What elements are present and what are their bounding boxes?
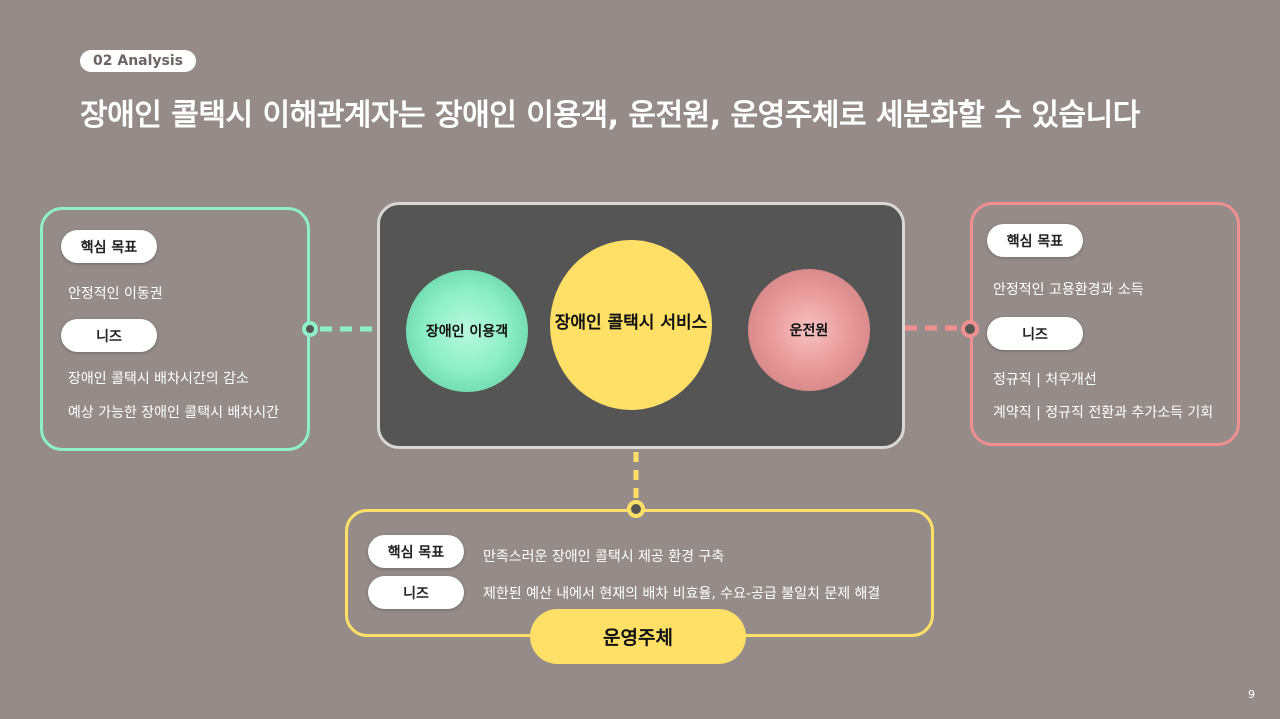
driver-circle: 운전원 [748, 269, 870, 391]
user-connector-node [302, 321, 318, 337]
operator-needs-text: 제한된 예산 내에서 현재의 배차 비효율, 수요-공급 불일치 문제 해결 [483, 586, 881, 602]
section-tag: 02 Analysis [80, 50, 196, 72]
user-needs-item: 예상 가능한 장애인 콜택시 배차시간 [68, 405, 279, 421]
driver-needs-pill: 니즈 [987, 317, 1083, 350]
service-circle: 장애인 콜택시 서비스 [550, 240, 712, 410]
page-number: 9 [1248, 688, 1255, 701]
operator-goal-pill: 핵심 목표 [368, 535, 464, 568]
operator-needs-pill: 니즈 [368, 576, 464, 609]
user-circle: 장애인 이용객 [406, 270, 528, 392]
user-goal-pill: 핵심 목표 [61, 230, 157, 263]
driver-goal-pill: 핵심 목표 [987, 224, 1083, 257]
operator-title-pill: 운영주체 [530, 609, 746, 664]
user-goal-text: 안정적인 이동권 [68, 286, 163, 302]
driver-connector-node [961, 320, 979, 338]
driver-needs-item: 정규직 | 처우개선 [993, 372, 1097, 388]
page-title: 장애인 콜택시 이해관계자는 장애인 이용객, 운전원, 운영주체로 세분화할 … [80, 98, 1140, 133]
user-needs-pill: 니즈 [61, 319, 157, 352]
driver-needs-item: 계약직 | 정규직 전환과 추가소득 기회 [993, 405, 1214, 421]
driver-goal-text: 안정적인 고용환경과 소득 [993, 282, 1144, 298]
user-needs-item: 장애인 콜택시 배차시간의 감소 [68, 371, 249, 387]
operator-goal-text: 만족스러운 장애인 콜택시 제공 환경 구축 [483, 549, 725, 565]
operator-connector-node [627, 500, 645, 518]
